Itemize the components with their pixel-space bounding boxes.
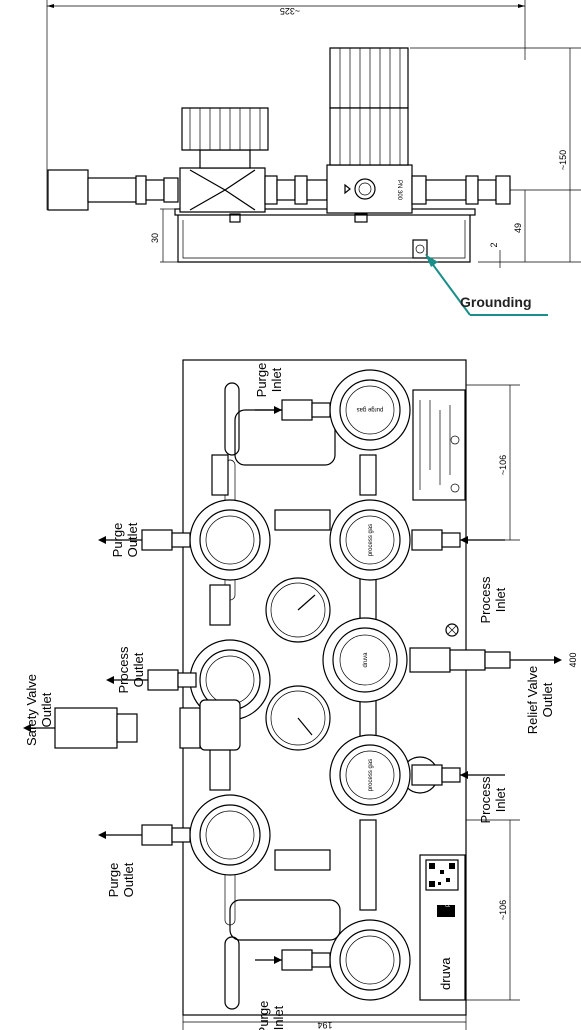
process-gas-text-top: process gas bbox=[368, 524, 374, 556]
label-line: Outlet bbox=[125, 522, 140, 557]
left-regulator-body bbox=[179, 167, 266, 213]
label-line: Process bbox=[478, 776, 493, 823]
label-process-inlet-top: ProcessInlet bbox=[478, 576, 508, 623]
regulator-purge-inlet-bottom bbox=[329, 919, 411, 1001]
regulator-center: druva bbox=[322, 617, 408, 703]
regulator-process-inlet-top: process gas bbox=[329, 499, 411, 581]
regulator-purge-inlet-top: purge gas bbox=[329, 369, 411, 451]
label-line: Inlet bbox=[493, 587, 508, 612]
druva-center-text: druva bbox=[363, 652, 369, 668]
label-line: Inlet bbox=[493, 787, 508, 812]
dim-106-bottom-label: ~106 bbox=[498, 900, 508, 920]
label-line: Process bbox=[478, 576, 493, 623]
pn-marking: PN 300 bbox=[396, 180, 402, 201]
grounding-label: Grounding bbox=[460, 294, 532, 310]
label-line: Outlet bbox=[121, 862, 136, 897]
label-line: Outlet bbox=[540, 682, 555, 717]
label-line: Relief Valve bbox=[525, 666, 540, 734]
dim-106-top-label: ~106 bbox=[498, 455, 508, 475]
side-view: ~325 bbox=[46, 0, 581, 316]
front-view: ~106 ~106 194 druva PUR bbox=[23, 359, 578, 1030]
label-line: Process bbox=[116, 646, 131, 693]
label-purge-outlet-top: PurgeOutlet bbox=[110, 522, 140, 557]
right-knob-top bbox=[329, 47, 409, 109]
label-relief-valve-outlet: Relief ValveOutlet bbox=[525, 666, 555, 734]
dim-2-label: 2 bbox=[489, 242, 499, 247]
label-purge-outlet-bottom: PurgeOutlet bbox=[106, 862, 136, 897]
qr-code-icon bbox=[425, 859, 459, 891]
grounding-screw bbox=[412, 239, 428, 259]
label-line: Inlet bbox=[271, 1005, 286, 1030]
pressure-gauge-bottom bbox=[265, 685, 331, 751]
right-knob-bottom bbox=[329, 107, 409, 166]
label-process-outlet: ProcessOutlet bbox=[116, 646, 146, 693]
pressure-gauge-top bbox=[265, 577, 331, 643]
label-line: Purge bbox=[110, 523, 125, 558]
safety-valve-body bbox=[54, 707, 118, 749]
regulator-process-inlet-bottom: process gas bbox=[329, 734, 411, 816]
brand-plate bbox=[419, 854, 466, 1001]
dim-400-label: 400 bbox=[568, 652, 578, 667]
regulator-purge-outlet-bottom bbox=[189, 794, 271, 876]
label-process-inlet-bottom: ProcessInlet bbox=[478, 776, 508, 823]
grounding-arrow bbox=[427, 257, 471, 316]
info-label-plate bbox=[412, 389, 466, 501]
label-line: Purge bbox=[106, 863, 121, 898]
label-line: Outlet bbox=[131, 652, 146, 687]
label-line: Purge bbox=[254, 363, 269, 398]
safety-valve-side bbox=[47, 169, 89, 211]
label-line: Purge bbox=[256, 1001, 271, 1030]
purge-gas-text: purge gas bbox=[357, 406, 384, 412]
label-line: Inlet bbox=[269, 367, 284, 392]
label-safety-valve-outlet: Safety ValveOutlet bbox=[24, 674, 54, 746]
process-gas-text-bottom: process gas bbox=[368, 759, 374, 791]
dim-30-label: 30 bbox=[150, 233, 160, 243]
left-knob bbox=[181, 107, 269, 151]
bracket-side bbox=[177, 215, 471, 263]
regulator-purge-outlet-top bbox=[189, 499, 271, 581]
dim-194-label: 194 bbox=[317, 1020, 332, 1030]
dim-150-label: ~150 bbox=[558, 150, 568, 170]
label-line: Outlet bbox=[39, 692, 54, 727]
dim-49-label: 49 bbox=[513, 223, 523, 233]
label-purge-inlet-bottom: PurgeInlet bbox=[256, 1001, 286, 1030]
label-line: Safety Valve bbox=[24, 674, 39, 746]
dim-325-label: ~325 bbox=[280, 6, 300, 16]
label-purge-inlet-top: PurgeInlet bbox=[254, 363, 284, 398]
brand-text: druva bbox=[438, 957, 453, 990]
brand-suffix: PUR bbox=[446, 894, 452, 907]
base-plate-side bbox=[174, 208, 476, 216]
